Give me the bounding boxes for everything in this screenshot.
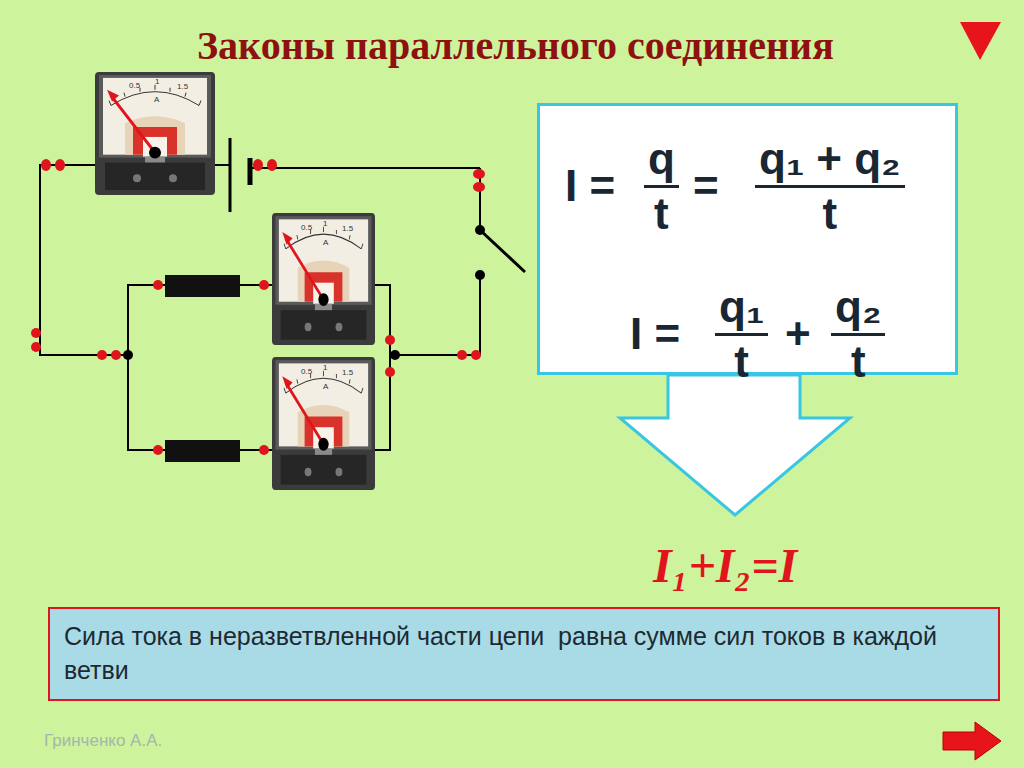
nav-triangle: [960, 22, 1001, 60]
scale-mark: 1: [323, 363, 327, 372]
rule-text: Сила тока в неразветвленной части цепи р…: [50, 609, 958, 697]
scale-mark: A: [323, 382, 328, 391]
fraction: q₁t: [715, 285, 768, 384]
author-watermark: Гринченко А.А.: [44, 731, 162, 751]
rule-box: Сила тока в неразветвленной части цепи р…: [48, 607, 1000, 701]
fraction: q₁ + q₂t: [755, 137, 905, 236]
block-arrow: [620, 375, 850, 515]
scale-mark: 1: [323, 219, 327, 228]
denominator: t: [734, 336, 749, 384]
numerator: q: [644, 137, 679, 188]
slide-title: Законы параллельного соединения: [197, 22, 834, 69]
formula-text: I =: [630, 312, 680, 356]
fraction: qt: [644, 137, 679, 236]
formula-result: I₁+I₂=I: [653, 538, 797, 593]
fraction: q₂t: [831, 285, 885, 384]
formula-text: +: [785, 312, 811, 356]
denominator: t: [851, 336, 866, 384]
formula-text: I =: [565, 164, 615, 208]
numerator: q₂: [831, 285, 885, 336]
scale-mark: 1.5: [342, 368, 353, 377]
resistor-symbol: [165, 275, 240, 297]
terminal-dots: [31, 159, 485, 455]
ammeter: [272, 357, 375, 490]
numerator: q₁: [715, 285, 768, 336]
scale-mark: A: [323, 238, 328, 247]
switch-contact: [475, 270, 485, 280]
denominator: t: [654, 188, 669, 236]
scale-mark: A: [154, 95, 159, 104]
resistor-symbol: [165, 440, 240, 462]
junction-dot: [123, 350, 133, 360]
switch-contact: [475, 225, 485, 235]
battery-plate-long: [229, 138, 232, 212]
junction-dot: [390, 350, 400, 360]
denominator: t: [823, 188, 838, 236]
ammeter: [95, 72, 215, 195]
switch-lever: [480, 230, 525, 272]
scale-mark: 0.5: [301, 223, 312, 232]
scale-mark: 1.5: [177, 82, 188, 91]
numerator: q₁ + q₂: [755, 137, 905, 188]
formula-text: =: [693, 164, 719, 208]
scale-mark: 1: [155, 77, 159, 86]
battery-plate-short: [248, 158, 253, 185]
scale-mark: 1.5: [342, 224, 353, 233]
wires: [40, 165, 480, 450]
scale-mark: 0.5: [301, 367, 312, 376]
formula-box: I = qt = q₁ + q₂t I = q₁ t + q₂ t: [537, 103, 958, 375]
scale-mark: 0.5: [129, 81, 140, 90]
ammeter: [272, 213, 375, 345]
next-arrow: [943, 722, 1001, 760]
